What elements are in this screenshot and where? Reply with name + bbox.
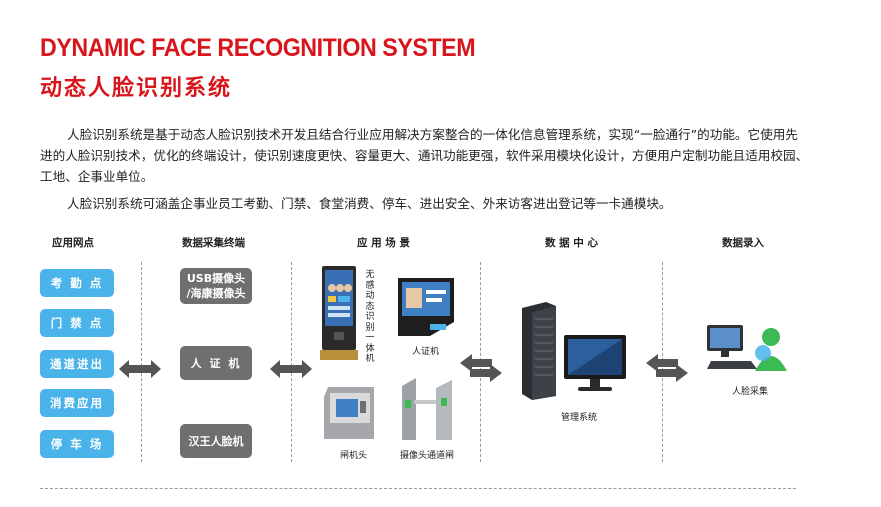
intro-paragraph: 人脸识别系统是基于动态人脸识别技术开发且结合行业应用解决方案整合的一体化信息管理… (40, 127, 809, 184)
double-arrow-icon (119, 360, 161, 378)
separator-2 (291, 262, 292, 462)
column-header-terminals: 数据采集终端 (182, 237, 245, 249)
datacenter-label: 管理系统 (561, 413, 598, 423)
id-machine-label: 人证机 (412, 347, 440, 357)
app-point-passage: 通道进出 (40, 350, 114, 378)
kiosk-icon (320, 266, 358, 360)
camera-gate-label: 摄像头通道闸 (400, 451, 455, 461)
separator-1 (141, 262, 142, 462)
modules-paragraph: 人脸识别系统可涵盖企事业员工考勤、门禁、食堂消费、停车、进出安全、外来访客进出登… (67, 196, 672, 211)
app-point-parking: 停 车 场 (40, 430, 114, 458)
double-arrow-icon (270, 360, 312, 378)
bottom-separator (40, 488, 796, 489)
app-point-consumption: 消费应用 (40, 389, 114, 417)
entry-label: 人脸采集 (732, 387, 769, 397)
terminal-id-machine: 人 证 机 (180, 346, 252, 380)
computer-user-icon (707, 325, 787, 371)
app-point-access: 门 禁 点 (40, 309, 114, 337)
column-header-app-points: 应用网点 (52, 237, 94, 249)
title-chinese: 动态人脸识别系统 (40, 76, 233, 101)
terminal-face-machine: 汉王人脸机 (180, 424, 252, 458)
column-header-entry: 数据录入 (722, 237, 764, 249)
column-header-datacenter: 数 据 中 心 (545, 237, 598, 249)
server-icon (522, 302, 556, 400)
gate-icon (324, 387, 374, 439)
id-machine-icon (398, 278, 454, 336)
terminal-usb-camera: USB摄像头 /海康摄像头 (180, 268, 252, 304)
double-arrow-icon (460, 354, 502, 382)
kiosk-label: 无感动态识别一体机 (365, 270, 375, 364)
column-header-scenes: 应 用 场 景 (357, 237, 410, 249)
title-english: DYNAMIC FACE RECOGNITION SYSTEM (40, 34, 476, 62)
double-arrow-icon (646, 354, 688, 382)
monitor-icon (564, 335, 626, 391)
app-point-attendance: 考 勤 点 (40, 269, 114, 297)
turnstile-icon (402, 378, 452, 440)
gate-head-label: 闸机头 (340, 451, 368, 461)
